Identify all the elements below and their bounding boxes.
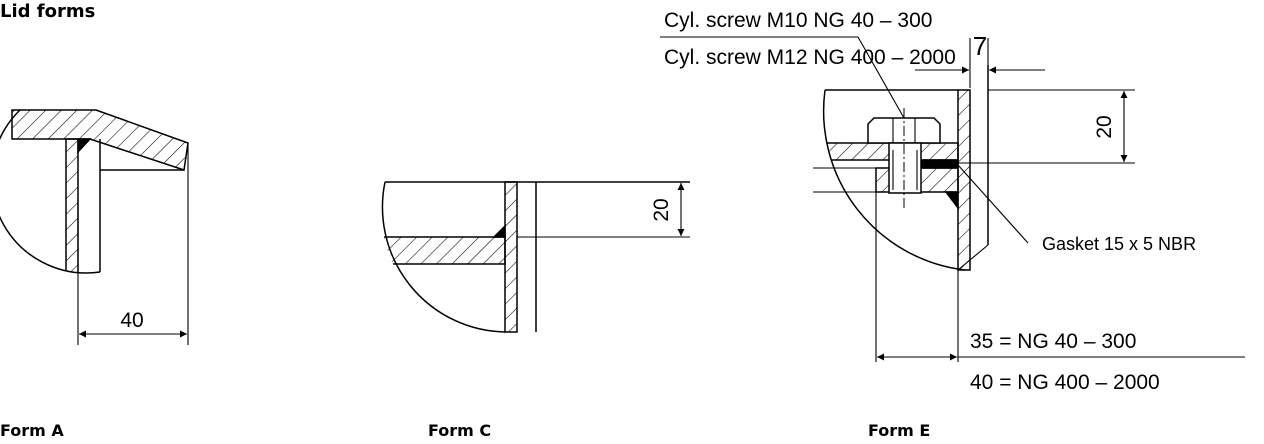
form-c-shell-wall: [504, 181, 518, 333]
form-a-label: Form A: [0, 421, 64, 440]
form-e-shell-wall: [957, 89, 971, 271]
form-e-weld: [944, 191, 959, 211]
form-e-gasket-label: Gasket 15 x 5 NBR: [1042, 234, 1196, 254]
form-a-drawing: [0, 109, 189, 345]
form-a-shell-wall: [65, 138, 79, 273]
form-c-drawing: [381, 181, 690, 333]
form-a-weld: [77, 138, 92, 154]
form-e-gasket-leader: [957, 164, 1029, 244]
form-a-dim-label: 40: [120, 309, 143, 332]
form-c-weld: [492, 224, 506, 238]
form-e-drawing: [660, 36, 1245, 362]
form-e-screw-shank: [888, 142, 922, 194]
form-c-dim-label: 20: [650, 198, 673, 221]
form-e-screw-label-1: Cyl. screw M10 NG 40 – 300: [664, 9, 932, 32]
page-title: Lid forms: [0, 1, 95, 22]
form-e-gasket: [919, 159, 959, 169]
form-e-lid-plate: [823, 142, 959, 161]
form-e-height-label: 20: [1093, 115, 1116, 138]
form-e-gap-label: 7: [973, 31, 987, 61]
form-e-width-label-1: 35 = NG 40 – 300: [970, 330, 1136, 353]
form-c-label: Form C: [428, 421, 491, 440]
form-e-label: Form E: [868, 421, 930, 440]
form-e-width-label-2: 40 = NG 400 – 2000: [970, 371, 1160, 394]
form-c-lid-plate: [381, 236, 506, 265]
form-c-break-line: [381, 181, 506, 333]
form-e-break-line: [822, 89, 966, 271]
form-e-screw-label-2: Cyl. screw M12 NG 400 – 2000: [664, 46, 956, 69]
